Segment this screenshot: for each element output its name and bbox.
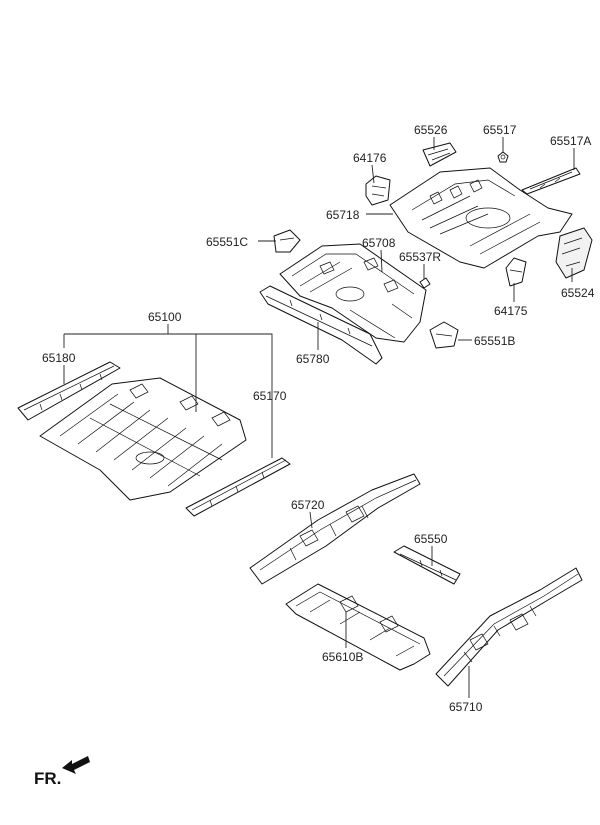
part-65551C-plate bbox=[273, 229, 301, 253]
front-direction-indicator: FR. bbox=[34, 756, 90, 788]
part-65517-plug bbox=[497, 151, 509, 163]
callout-65551B: 65551B bbox=[474, 334, 515, 348]
callout-65517A: 65517A bbox=[550, 134, 591, 148]
part-65710-member bbox=[435, 567, 583, 687]
part-65517A-strip bbox=[521, 167, 581, 195]
part-65718-rear-floor bbox=[389, 167, 573, 269]
part-65524-panel bbox=[555, 227, 593, 279]
part-64175-bracket bbox=[505, 257, 527, 287]
leader-lines bbox=[63, 137, 575, 698]
part-65780-crossmember bbox=[259, 285, 383, 365]
callout-65550: 65550 bbox=[414, 532, 448, 546]
callout-65710: 65710 bbox=[449, 700, 483, 714]
front-label: FR. bbox=[34, 769, 61, 788]
callout-65537R: 65537R bbox=[399, 250, 441, 264]
callout-65610B: 65610B bbox=[322, 650, 363, 664]
callout-labels: 65526 65517 65517A 64176 65718 65551C 65… bbox=[42, 123, 595, 714]
front-arrow-icon bbox=[62, 756, 90, 774]
part-65550-member bbox=[393, 545, 461, 585]
part-65551B-bracket bbox=[429, 321, 459, 349]
callout-65708: 65708 bbox=[362, 236, 396, 250]
part-64176-bracket bbox=[365, 175, 391, 206]
callout-64175: 64175 bbox=[494, 304, 528, 318]
part-65720-member bbox=[249, 473, 421, 585]
callout-64176: 64176 bbox=[353, 151, 387, 165]
callout-65170: 65170 bbox=[253, 389, 287, 403]
part-65170-sill bbox=[185, 457, 291, 517]
part-65610B-crossmember bbox=[285, 583, 431, 671]
callout-65718: 65718 bbox=[326, 208, 360, 222]
callout-65100: 65100 bbox=[148, 310, 182, 324]
callout-65780: 65780 bbox=[296, 352, 330, 366]
callout-65720: 65720 bbox=[291, 498, 325, 512]
callout-65517: 65517 bbox=[483, 123, 517, 137]
callout-65526: 65526 bbox=[414, 123, 448, 137]
part-65180-sill bbox=[17, 361, 121, 421]
callout-65180: 65180 bbox=[42, 351, 76, 365]
part-65100-floor-pan bbox=[39, 377, 247, 501]
callout-65524: 65524 bbox=[561, 286, 595, 300]
part-65526-bracket bbox=[422, 142, 457, 167]
part-65537R-pad bbox=[419, 277, 431, 289]
callout-65551C: 65551C bbox=[206, 235, 248, 249]
part-65708-floor-panel bbox=[279, 243, 427, 343]
